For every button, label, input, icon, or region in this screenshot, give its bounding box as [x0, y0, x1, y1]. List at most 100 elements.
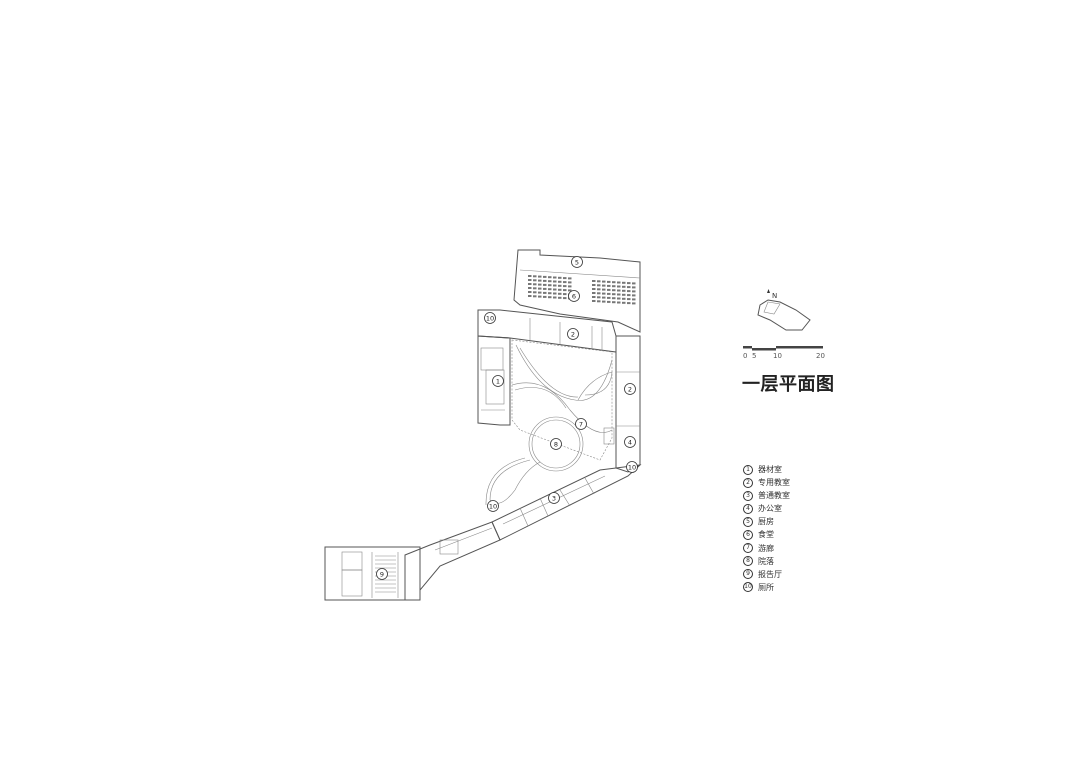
room-marker: 8	[550, 438, 562, 450]
canteen-table	[612, 293, 616, 296]
canteen-table	[627, 294, 631, 297]
room-marker-number: 10	[628, 464, 636, 472]
canteen-table	[627, 282, 631, 285]
canteen-table	[538, 279, 542, 282]
room-marker-circle	[571, 256, 583, 268]
room-marker-circle	[568, 290, 580, 302]
canteen-table	[617, 285, 621, 288]
canteen-table	[538, 275, 542, 278]
canteen-table	[553, 296, 557, 299]
scale-bar: 0 5 10 20	[743, 346, 825, 360]
legend-label: 厨房	[758, 517, 774, 527]
canteen-table	[622, 281, 626, 284]
room-marker-circle	[626, 461, 638, 473]
legend-item: 3 普通教室	[743, 489, 790, 502]
legend-label: 办公室	[758, 504, 782, 514]
canteen-table	[563, 289, 567, 292]
canteen-table	[558, 296, 562, 299]
canteen-table	[597, 288, 601, 291]
canteen-table	[538, 287, 542, 290]
legend-label: 专用教室	[758, 478, 790, 488]
legend-label: 报告厅	[758, 569, 782, 579]
canteen-table	[607, 280, 611, 283]
legend-marker: 4	[743, 503, 753, 514]
canteen-table	[622, 289, 626, 292]
north-label: N	[772, 292, 777, 300]
canteen-table	[568, 281, 572, 284]
canteen-table	[558, 276, 562, 279]
canteen-table	[602, 288, 606, 291]
legend-label: 厕所	[758, 582, 774, 592]
canteen-table	[563, 281, 567, 284]
room-marker-circle	[575, 418, 587, 430]
canteen-table	[543, 291, 547, 294]
legend-label: 游廊	[758, 543, 774, 553]
room-marker: 9	[376, 568, 388, 580]
room-marker: 10	[626, 461, 638, 473]
canteen-table	[553, 288, 557, 291]
canteen-table	[632, 294, 636, 297]
canteen-table	[597, 292, 601, 295]
scale-tick: 20	[816, 352, 825, 360]
canteen-table	[602, 284, 606, 287]
canteen-table	[607, 292, 611, 295]
canteen-table	[612, 301, 616, 304]
canteen-table	[592, 284, 596, 286]
canteen-table	[622, 293, 626, 296]
room-marker: 5	[571, 256, 583, 268]
canteen-table	[617, 297, 621, 300]
canteen-table	[528, 291, 532, 293]
canteen-table	[612, 285, 616, 288]
scale-tick: 10	[773, 352, 782, 360]
canteen-table	[563, 277, 567, 280]
canteen-table	[612, 281, 616, 284]
canteen-table	[553, 292, 557, 295]
canteen-table	[607, 284, 611, 287]
canteen-table	[563, 285, 567, 288]
legend-marker: 3	[743, 490, 753, 501]
room-marker: 7	[575, 418, 587, 430]
canteen-table	[533, 295, 537, 298]
canteen-table	[558, 292, 562, 295]
courtyard	[485, 339, 613, 506]
classroom-strip-top	[477, 309, 617, 353]
canteen-table	[528, 283, 532, 285]
canteen-table	[632, 290, 636, 293]
canteen-table	[568, 289, 572, 292]
canteen-table	[597, 300, 601, 303]
north-arrow-site-icon: N	[757, 289, 811, 331]
canteen-table	[528, 295, 532, 297]
canteen-table	[612, 289, 616, 292]
canteen-table	[563, 297, 567, 300]
legend-label: 普通教室	[758, 491, 790, 501]
canteen-table	[612, 297, 616, 300]
canteen-table	[617, 281, 621, 284]
corridor	[404, 521, 501, 601]
legend-marker: 9	[743, 569, 753, 580]
canteen-table	[533, 287, 537, 290]
canteen-table	[617, 301, 621, 304]
canteen-table	[592, 296, 596, 298]
legend-label: 食堂	[758, 530, 774, 540]
room-marker: 4	[624, 436, 636, 448]
canteen-table	[528, 279, 532, 281]
canteen-table	[627, 286, 631, 289]
canteen-table	[592, 292, 596, 294]
legend-label: 器材室	[758, 465, 782, 474]
canteen-table	[548, 280, 552, 283]
room-marker: 10	[487, 500, 499, 512]
right-wing	[603, 335, 641, 473]
canteen-table	[548, 288, 552, 291]
canteen-table	[607, 288, 611, 291]
legend-marker: 5	[743, 516, 753, 527]
room-marker: 6	[568, 290, 580, 302]
room-marker: 2	[567, 328, 579, 340]
canteen-table	[543, 295, 547, 298]
canteen-table	[622, 297, 626, 300]
canteen-table	[528, 287, 532, 289]
